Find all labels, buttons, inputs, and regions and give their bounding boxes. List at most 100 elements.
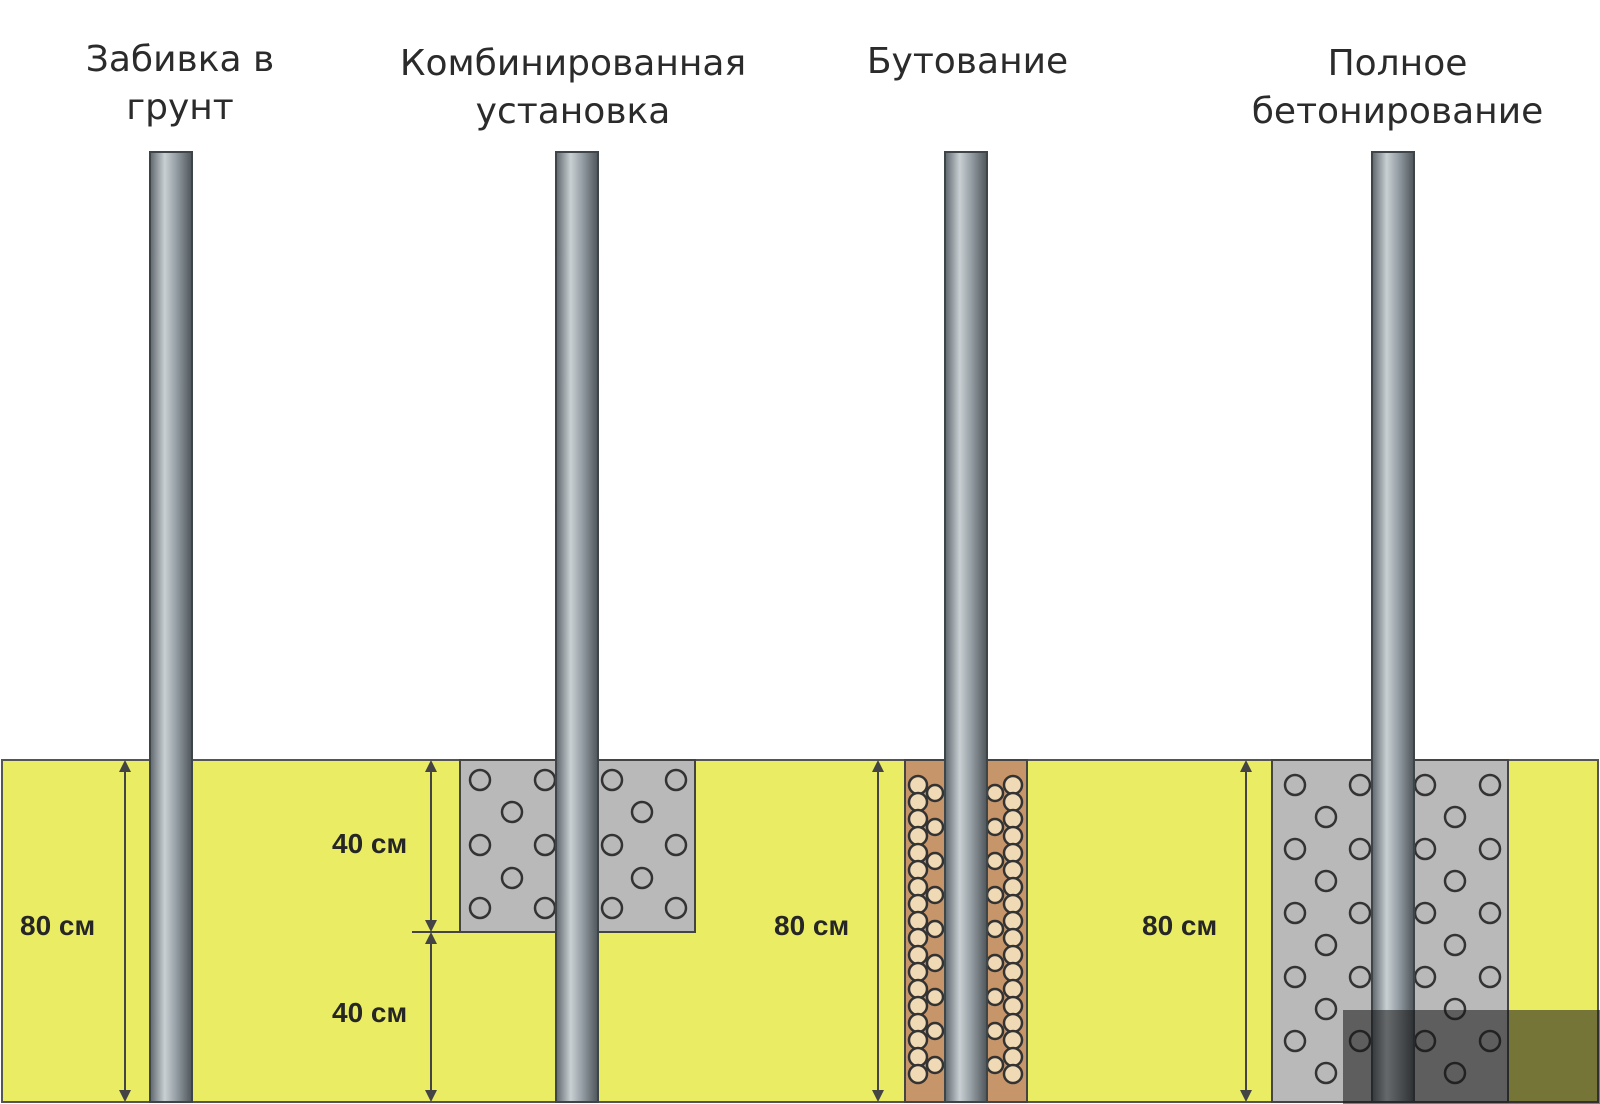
aggregate-stone xyxy=(1002,1063,1024,1085)
aggregate-stone xyxy=(907,842,929,864)
method-title-line: Комбинированная xyxy=(399,43,747,84)
aggregate-stone xyxy=(1314,997,1338,1021)
aggregate-stone xyxy=(1283,901,1307,925)
aggregate-stone xyxy=(630,866,654,890)
aggregate-stone xyxy=(600,768,624,792)
aggregate-stone xyxy=(1002,944,1024,966)
aggregate-stone xyxy=(907,995,929,1017)
aggregate-stone xyxy=(925,987,945,1007)
aggregate-stone xyxy=(925,783,945,803)
aggregate-stone xyxy=(925,885,945,905)
aggregate-stone xyxy=(1283,1029,1307,1053)
method-title-rubble: Бутование xyxy=(850,38,1085,86)
method-title-line: Забивка в xyxy=(85,39,275,80)
aggregate-stone xyxy=(907,944,929,966)
aggregate-stone xyxy=(1443,805,1467,829)
method-title-concrete: Полное бетонирование xyxy=(1230,40,1565,136)
aggregate-stone xyxy=(985,1055,1005,1075)
aggregate-stone xyxy=(1478,837,1502,861)
aggregate-stone xyxy=(1478,901,1502,925)
dim-label-rubble: 80 см xyxy=(774,910,849,941)
aggregate-stone xyxy=(1002,774,1024,796)
aggregate-stone xyxy=(907,774,929,796)
aggregate-stone xyxy=(907,876,929,898)
aggregate-stone xyxy=(664,833,688,857)
post-rubble xyxy=(944,151,988,1103)
dim-label-combined-lower: 40 см xyxy=(332,997,407,1028)
method-title-line: Полное xyxy=(1327,43,1468,84)
aggregate-stone xyxy=(1002,978,1024,1000)
dim-label-driving: 80 см xyxy=(20,910,95,941)
aggregate-stone xyxy=(1443,933,1467,957)
aggregate-stone xyxy=(1002,842,1024,864)
aggregate-stone xyxy=(533,833,557,857)
aggregate-stone xyxy=(1002,825,1024,847)
method-title-line: бетонирование xyxy=(1251,91,1544,132)
aggregate-stone xyxy=(1314,869,1338,893)
aggregate-stone xyxy=(664,896,688,920)
aggregate-stone xyxy=(925,817,945,837)
aggregate-stone xyxy=(630,800,654,824)
aggregate-stone xyxy=(468,896,492,920)
aggregate-stone xyxy=(907,1012,929,1034)
aggregate-stone xyxy=(468,833,492,857)
aggregate-stone xyxy=(907,893,929,915)
aggregate-stone xyxy=(1002,1029,1024,1051)
method-title-line: грунт xyxy=(126,87,234,128)
aggregate-stone xyxy=(1478,773,1502,797)
aggregate-stone xyxy=(925,953,945,973)
watermark-overlay xyxy=(1343,1010,1600,1104)
aggregate-stone xyxy=(1002,859,1024,881)
post-concrete xyxy=(1371,151,1415,1103)
aggregate-stone xyxy=(985,851,1005,871)
aggregate-stone xyxy=(925,1021,945,1041)
aggregate-stone xyxy=(1002,876,1024,898)
aggregate-stone xyxy=(1283,965,1307,989)
aggregate-stone xyxy=(907,910,929,932)
aggregate-stone xyxy=(907,808,929,830)
aggregate-stone xyxy=(925,919,945,939)
method-title-combined: Комбинированная установка xyxy=(378,40,768,136)
aggregate-stone xyxy=(925,851,945,871)
method-title-line: Бутование xyxy=(866,41,1069,82)
aggregate-stone xyxy=(1002,927,1024,949)
aggregate-stone xyxy=(985,1021,1005,1041)
aggregate-stone xyxy=(1413,901,1437,925)
aggregate-stone xyxy=(985,919,1005,939)
aggregate-stone xyxy=(1002,961,1024,983)
aggregate-stone xyxy=(600,896,624,920)
aggregate-stone xyxy=(533,768,557,792)
aggregate-stone xyxy=(1002,910,1024,932)
combined-concrete-aggregate xyxy=(468,768,688,920)
post-driving xyxy=(149,151,193,1103)
aggregate-stone xyxy=(985,817,1005,837)
aggregate-stone xyxy=(907,961,929,983)
aggregate-stone xyxy=(985,885,1005,905)
aggregate-stone xyxy=(907,825,929,847)
aggregate-stone xyxy=(1002,893,1024,915)
aggregate-stone xyxy=(1413,773,1437,797)
aggregate-stone xyxy=(1348,901,1372,925)
aggregate-stone xyxy=(1314,805,1338,829)
post-combined xyxy=(555,151,599,1103)
aggregate-stone xyxy=(985,987,1005,1007)
aggregate-stone xyxy=(1314,933,1338,957)
method-title-driving: Забивка в грунт xyxy=(65,36,295,132)
aggregate-stone xyxy=(907,859,929,881)
aggregate-stone xyxy=(1348,837,1372,861)
aggregate-stone xyxy=(907,1029,929,1051)
aggregate-stone xyxy=(907,1046,929,1068)
aggregate-stone xyxy=(533,896,557,920)
aggregate-stone xyxy=(1413,965,1437,989)
aggregate-stone xyxy=(600,833,624,857)
aggregate-stone xyxy=(500,800,524,824)
aggregate-stone xyxy=(1002,995,1024,1017)
aggregate-stone xyxy=(907,978,929,1000)
aggregate-stone xyxy=(1002,1046,1024,1068)
aggregate-stone xyxy=(1413,837,1437,861)
aggregate-stone xyxy=(1348,965,1372,989)
aggregate-stone xyxy=(1002,1012,1024,1034)
aggregate-stone xyxy=(1002,808,1024,830)
